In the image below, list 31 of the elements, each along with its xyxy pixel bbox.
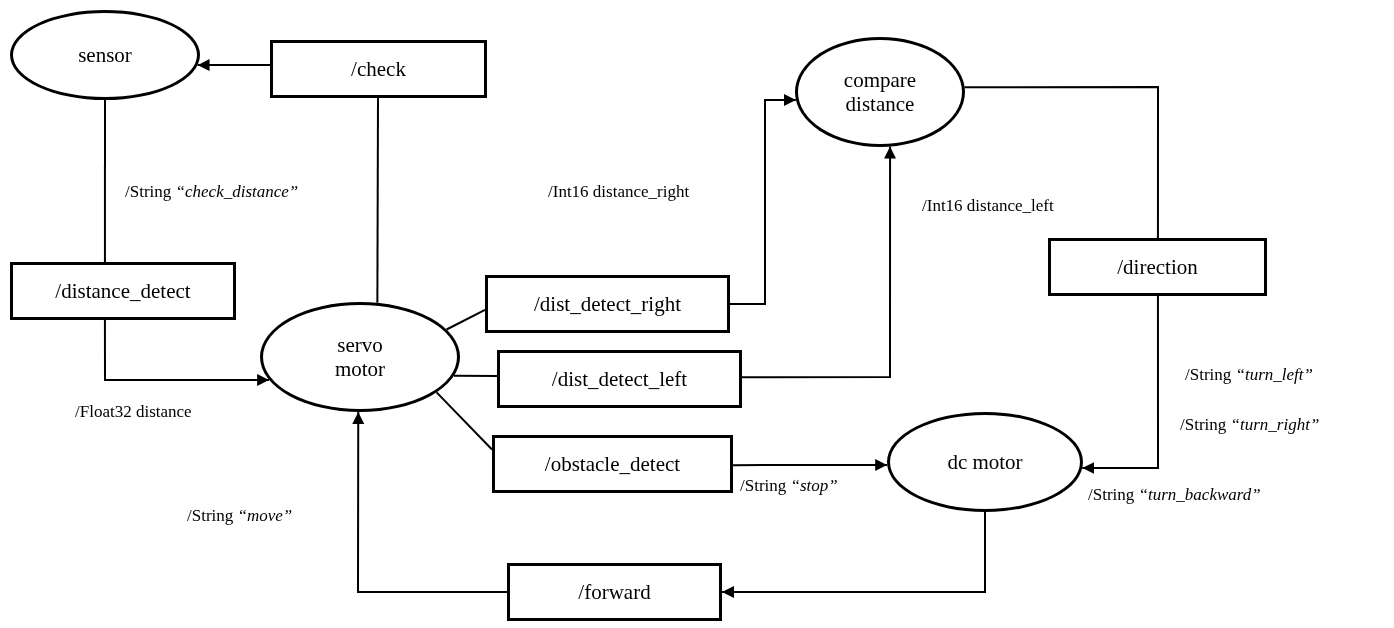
node-ellipse: compare distance: [795, 37, 965, 147]
edge-label: /Int16 distance_left: [922, 196, 1054, 216]
edge-label: /Int16 distance_right: [548, 182, 690, 202]
connector-line: [445, 308, 486, 331]
node-ellipse: dc motor: [887, 412, 1083, 512]
connector-line: [963, 86, 1159, 239]
arrow: [1081, 295, 1159, 474]
node-ellipse: servo motor: [260, 302, 460, 412]
connector-line: [435, 391, 493, 451]
arrow: [741, 145, 897, 379]
message-label: /String “turn_right”: [1180, 415, 1320, 435]
connector-line: [376, 97, 379, 304]
message-label: /String “turn_backward”: [1088, 485, 1261, 505]
topic-box: /dist_detect_left: [497, 350, 742, 408]
topic-box: /direction: [1048, 238, 1267, 296]
edge-label: /String “move”: [187, 506, 293, 526]
arrow: [732, 459, 889, 471]
arrow: [196, 59, 271, 72]
edge-label: /String “check_distance”: [125, 182, 299, 202]
arrow: [721, 511, 986, 598]
connector-line: [103, 99, 106, 263]
edge-label: /String “stop”: [740, 476, 838, 496]
arrow: [729, 94, 797, 305]
topic-box: /forward: [507, 563, 722, 621]
arrow: [352, 411, 508, 593]
topic-box: /obstacle_detect: [492, 435, 733, 493]
topic-box: /dist_detect_right: [485, 275, 730, 333]
node-ellipse: sensor: [10, 10, 200, 100]
topic-box: /check: [270, 40, 487, 98]
message-label: /String “turn_left”: [1185, 365, 1313, 385]
topic-box: /distance_detect: [10, 262, 236, 320]
